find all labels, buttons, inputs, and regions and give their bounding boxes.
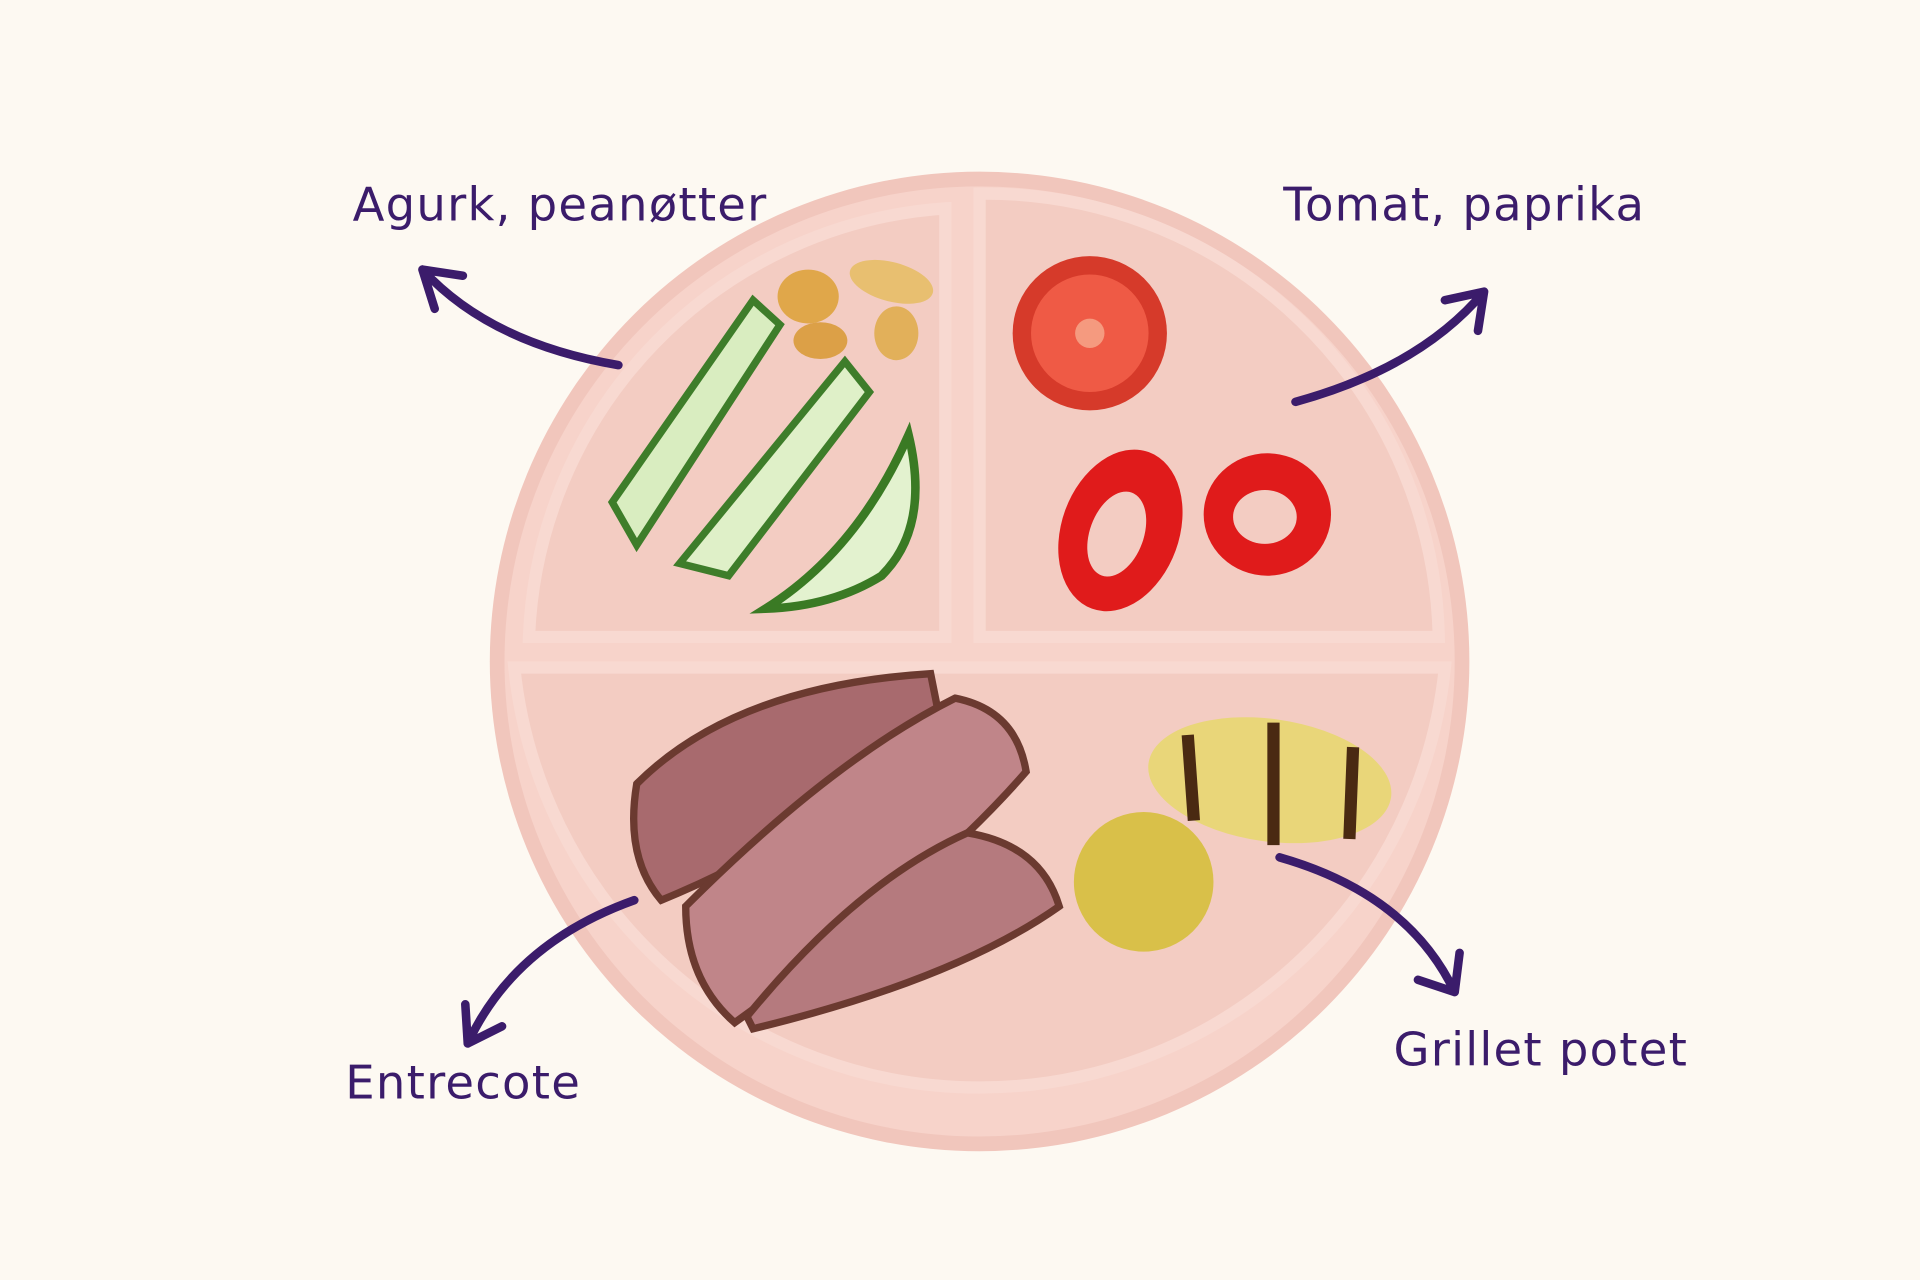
label-grilled-potato: Grillet potet bbox=[1393, 1023, 1688, 1077]
arrow-top-left bbox=[418, 265, 623, 370]
cucumber-slices bbox=[607, 294, 920, 614]
arrow-bottom-left bbox=[461, 895, 639, 1048]
grilled-potatoes bbox=[1073, 717, 1392, 952]
arrow-bottom-right bbox=[1275, 853, 1464, 997]
entrecote-slices bbox=[630, 669, 1064, 1034]
label-cucumber-peanuts: Agurk, peanøtter bbox=[353, 178, 768, 232]
label-tomato-pepper: Tomat, paprika bbox=[1282, 178, 1645, 232]
bell-pepper-rings bbox=[1058, 449, 1332, 612]
label-entrecote: Entrecote bbox=[345, 1056, 581, 1110]
peanuts bbox=[777, 259, 934, 361]
arrow-top-right bbox=[1291, 287, 1489, 407]
arrows bbox=[418, 265, 1489, 1048]
tomato bbox=[1012, 256, 1167, 411]
plate bbox=[489, 171, 1470, 1152]
